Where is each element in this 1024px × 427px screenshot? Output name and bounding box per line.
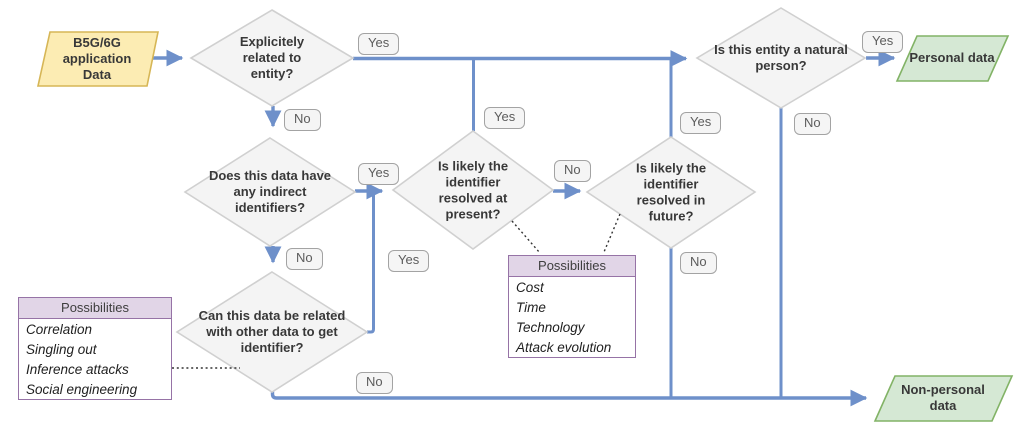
possibility-item: Attack evolution bbox=[516, 339, 612, 355]
edge-label-resolved-present-no: No bbox=[554, 160, 591, 182]
decision-resolved-future-label: Is likely the identifier resolved in fut… bbox=[635, 160, 707, 223]
possibilities-box-resolution-factors-title: Possibilities bbox=[509, 256, 635, 277]
decision-related-other-data-label: Can this data be related with other data… bbox=[198, 308, 346, 355]
decision-resolved-present-shape bbox=[391, 130, 555, 250]
decision-resolved-future-shape bbox=[585, 136, 757, 249]
edge-label-indirect-identifiers-no: No bbox=[286, 248, 323, 270]
edge-label-explicitly-related-yes: Yes bbox=[358, 33, 400, 55]
start-node-shape bbox=[37, 31, 159, 87]
edge-label-related-other-data-no: No bbox=[356, 372, 393, 394]
possibility-item: Cost bbox=[516, 279, 544, 295]
possibilities-box-attacks-title: Possibilities bbox=[19, 298, 171, 319]
edge-bottom-to-nonpersonal bbox=[270, 389, 868, 407]
edge-label-natural-person-yes: Yes bbox=[862, 31, 904, 53]
edge-label-explicitly-related-no: No bbox=[284, 109, 321, 131]
possibilities-box-attacks: Possibilities Correlation Singling out I… bbox=[18, 297, 172, 400]
edge-d5-yes-riser bbox=[367, 192, 375, 334]
outcome-personal-data-label: Personal data bbox=[909, 50, 995, 66]
decision-related-other-data-shape bbox=[175, 271, 369, 393]
outcome-nonpersonal-data-label: Non-personal data bbox=[901, 382, 985, 413]
decision-natural-person-shape bbox=[695, 7, 867, 109]
edge-label-resolved-future-yes: Yes bbox=[680, 112, 722, 134]
edge-label-resolved-future-no: No bbox=[680, 252, 717, 274]
decision-explicitly-related-shape bbox=[189, 9, 355, 107]
start-node-label: B5G/6G application Data bbox=[62, 35, 132, 82]
edge-label-related-other-data-yes: Yes bbox=[388, 250, 430, 272]
dotted-future-possibilities-link bbox=[603, 213, 621, 253]
possibility-item: Time bbox=[516, 299, 546, 315]
edge-label-indirect-identifiers-yes: Yes bbox=[358, 163, 400, 185]
possibility-item: Social engineering bbox=[26, 381, 138, 397]
possibility-item: Inference attacks bbox=[26, 361, 129, 377]
possibility-item: Singling out bbox=[26, 341, 97, 357]
outcome-nonpersonal-data-shape bbox=[873, 375, 1014, 422]
possibilities-box-resolution-factors: Possibilities Cost Time Technology Attac… bbox=[508, 255, 636, 358]
dotted-present-possibilities-link bbox=[511, 220, 541, 254]
decision-indirect-identifiers-label: Does this data have any indirect identif… bbox=[208, 168, 332, 215]
decision-explicitly-related-label: Explicitely related to entity? bbox=[239, 34, 305, 81]
decision-natural-person-label: Is this entity a natural person? bbox=[714, 42, 848, 73]
possibility-item: Technology bbox=[516, 319, 585, 335]
edge-label-natural-person-no: No bbox=[794, 113, 831, 135]
possibility-item: Correlation bbox=[26, 321, 93, 337]
edge-label-resolved-present-yes: Yes bbox=[484, 107, 526, 129]
decision-resolved-present-label: Is likely the identifier resolved at pre… bbox=[437, 158, 509, 221]
outcome-personal-data-shape bbox=[895, 35, 1010, 82]
decision-indirect-identifiers-shape bbox=[183, 137, 357, 247]
